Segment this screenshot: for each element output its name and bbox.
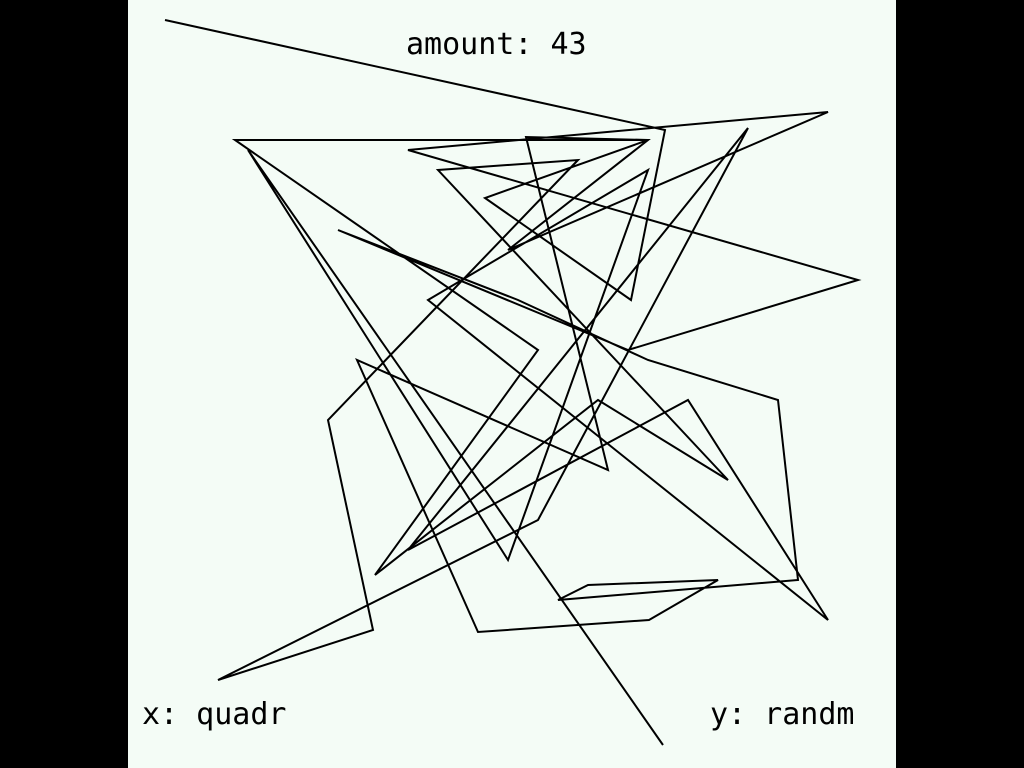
amount-label: amount: 43 [406, 27, 587, 62]
scribble-line [164, 19, 862, 746]
x-mode-label: x: quadr [142, 697, 287, 732]
drawing-canvas: amount: 43 x: quadr y: randm [128, 0, 896, 768]
line-drawing [164, 19, 862, 746]
y-mode-label: y: randm [710, 697, 855, 732]
